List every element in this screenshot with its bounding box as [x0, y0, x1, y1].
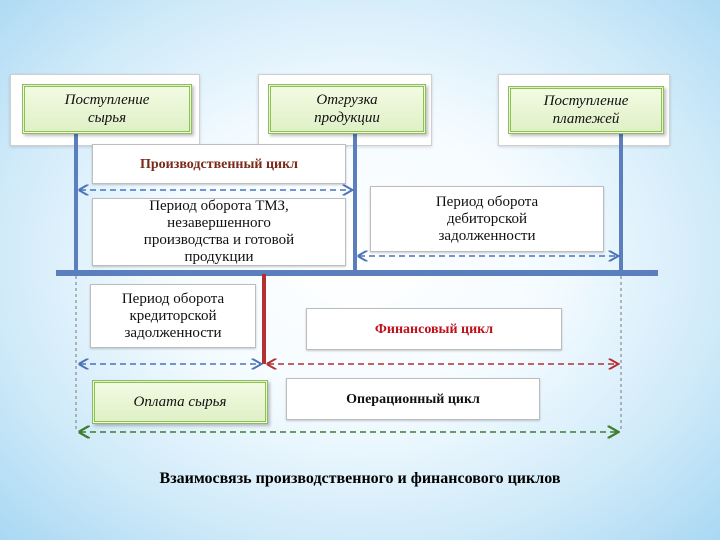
financial-cycle-box: Финансовый цикл — [306, 308, 562, 350]
diagram-panel: Поступление сырья Отгрузка продукции Пос… — [10, 74, 670, 446]
receivables-turnover-box: Период оборота дебиторской задолженности — [370, 186, 604, 252]
shipment-vertical-line — [353, 132, 357, 274]
payment-vertical-line — [619, 132, 623, 274]
raw-vertical-line — [74, 132, 78, 274]
production-cycle-box: Производственный цикл — [92, 144, 346, 184]
inventory-turnover-box: Период оборота ТМЗ, незавершенного произ… — [92, 198, 346, 266]
payables-vertical-line — [262, 274, 266, 364]
payment-receipt-box: Поступление платежей — [508, 86, 664, 134]
receivables-turnover-label: Период оборота дебиторской задолженности — [435, 193, 539, 244]
diagram-caption: Взаимосвязь производственного и финансов… — [159, 470, 561, 487]
production-cycle-label: Производственный цикл — [139, 156, 299, 172]
shipment-label: Отгрузка продукции — [314, 92, 380, 126]
connector-lines — [56, 132, 658, 446]
operating-cycle-box: Операционный цикл — [286, 378, 540, 420]
payment-receipt-label: Поступление платежей — [543, 93, 629, 127]
inventory-turnover-label: Период оборота ТМЗ, незавершенного произ… — [143, 198, 295, 265]
raw-payment-label: Оплата сырья — [133, 394, 227, 410]
shipment-box: Отгрузка продукции — [268, 84, 426, 134]
payables-turnover-box: Период оборота кредиторской задолженност… — [90, 284, 256, 348]
raw-receipt-box: Поступление сырья — [22, 84, 192, 134]
payables-turnover-label: Период оборота кредиторской задолженност… — [121, 290, 225, 341]
financial-cycle-label: Финансовый цикл — [374, 321, 494, 337]
raw-payment-box: Оплата сырья — [92, 380, 268, 424]
operating-cycle-label: Операционный цикл — [346, 391, 480, 407]
raw-receipt-label: Поступление сырья — [64, 92, 150, 126]
